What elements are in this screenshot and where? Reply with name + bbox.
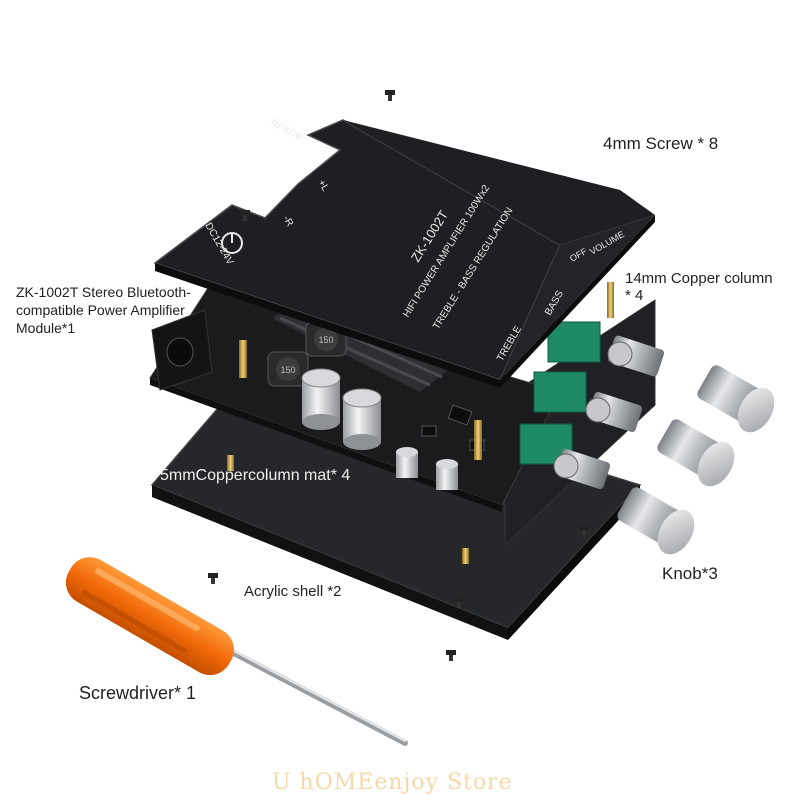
amplifier-pcb-board: 150 150 xyxy=(149,284,561,512)
potentiometers xyxy=(519,321,665,489)
screwdriver xyxy=(65,557,408,746)
knob xyxy=(617,487,695,555)
svg-text:+L: +L xyxy=(315,178,330,194)
copper-column-mat-label: 5mmCoppercolumn mat* 4 xyxy=(160,467,351,484)
copper-column-mat xyxy=(227,455,469,564)
screwdriver-label: Screwdriver* 1 xyxy=(79,683,197,703)
knob xyxy=(657,419,735,487)
bottom-acrylic-shell xyxy=(150,364,642,640)
capacitor xyxy=(301,368,458,490)
dc-jack xyxy=(151,309,213,391)
svg-text:AUX-IN: AUX-IN xyxy=(270,115,305,141)
module-label: ZK-1002T Stereo Bluetooth-compatible Pow… xyxy=(16,284,191,336)
svg-text:150: 150 xyxy=(280,365,295,375)
acrylic-shell-label: Acrylic shell *2 xyxy=(244,583,342,600)
svg-text:150: 150 xyxy=(318,335,333,345)
knob xyxy=(697,365,775,433)
copper-column-label: 14mm Copper column * 4 xyxy=(625,270,773,304)
copper-column-14mm xyxy=(239,282,614,460)
knobs xyxy=(617,365,775,555)
top-acrylic-panel: DC12-24V AUX-IN -R +L ZK-1002T HIFI POWE… xyxy=(153,115,655,388)
knob-label: Knob*3 xyxy=(662,564,718,583)
screws xyxy=(208,90,589,661)
screw-label: 4mm Screw * 8 xyxy=(603,134,719,153)
svg-text:-R: -R xyxy=(280,214,295,229)
store-watermark: U hOMEenjoy Store xyxy=(272,770,513,795)
